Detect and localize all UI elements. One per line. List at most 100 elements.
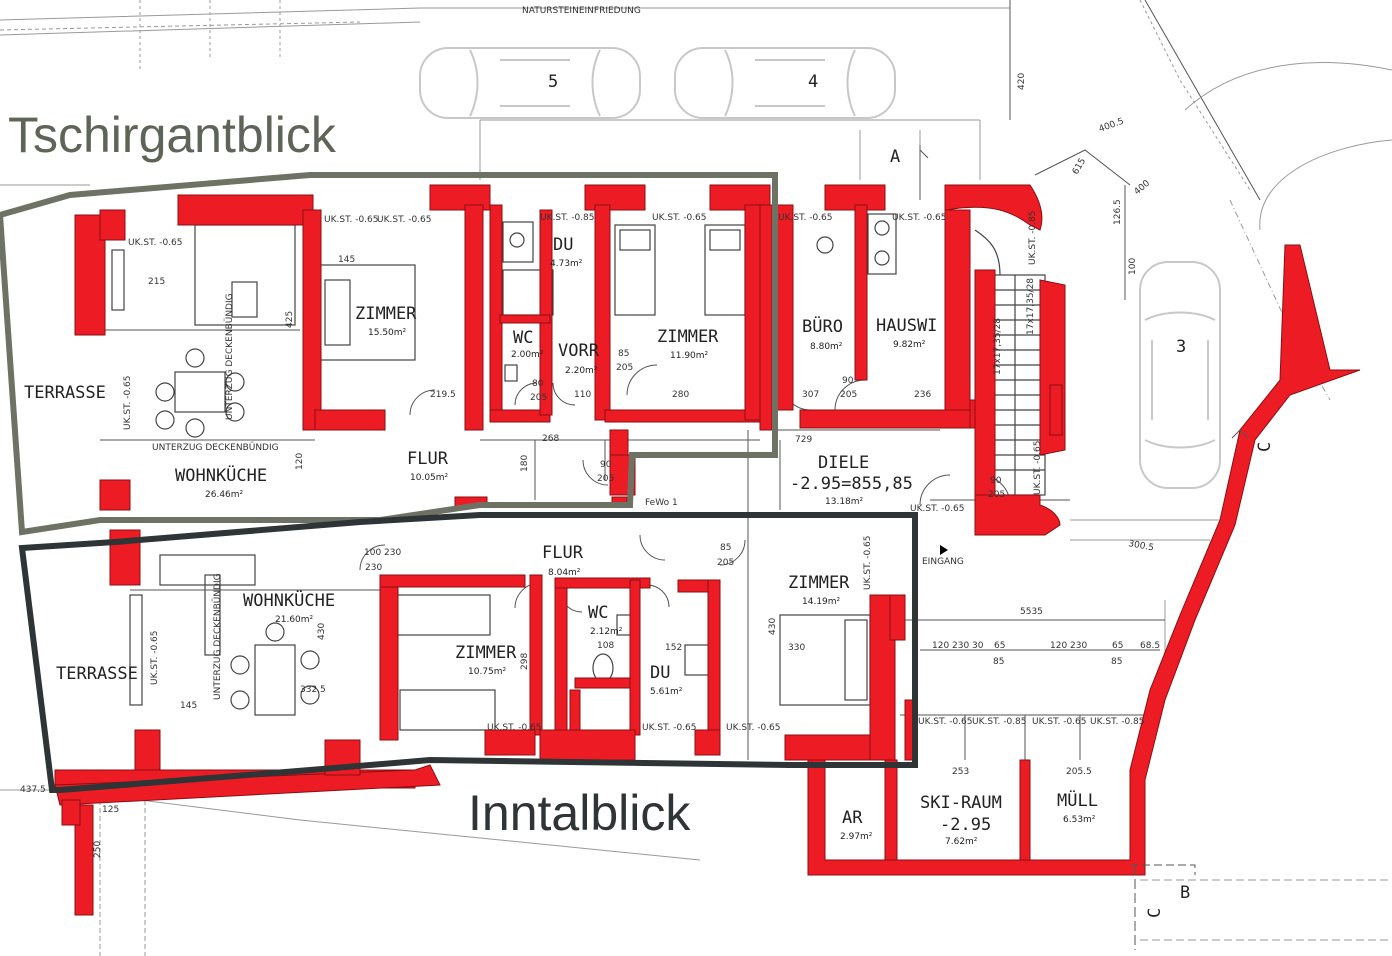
section-mark-a: A (890, 147, 900, 167)
area-wc-south: 2.12m² (590, 627, 623, 637)
entrance-label: EINGANG (922, 557, 964, 567)
room-zimmer-3: ZIMMER (455, 643, 517, 663)
dim-label: 120 (295, 453, 305, 470)
dim-label: 330 (788, 643, 805, 653)
area-wohnkueche-south: 21.60m² (275, 615, 314, 625)
room-wohnkueche-north: WOHNKÜCHE (175, 464, 267, 486)
unit-outlines (0, 172, 918, 793)
dim-label: 430 (768, 618, 778, 635)
dim-label: 108 (597, 641, 614, 651)
dim-label: 332.5 (300, 685, 326, 695)
dim-label: 615 (1071, 157, 1088, 177)
parking-3-label: 3 (1176, 337, 1186, 357)
area-zimmer-4: 14.19m² (802, 597, 841, 607)
room-terrasse-north: TERRASSE (24, 383, 106, 403)
dim-label: 110 (574, 390, 591, 400)
uk-label: UK.ST. -0.65 (726, 723, 781, 733)
uk-label: UK.ST. -0.65 (150, 630, 160, 685)
door-dim: 90 (600, 460, 612, 470)
uk-label: UK.ST. -0.65 (863, 535, 873, 590)
dim-label: 5535 (1020, 607, 1043, 617)
uk-label: UK.ST. -0.65 (487, 723, 542, 733)
door-dimensions: 85 205 90 205 90 205 90 205 80 205 85 20… (365, 349, 1005, 573)
dim-label: 219.5 (430, 390, 456, 400)
tschirgantblick-outline (0, 172, 778, 536)
dim-label: 215 (148, 277, 165, 287)
inntalblick-outline (18, 512, 918, 793)
door-dim: 205 (840, 390, 857, 400)
area-zimmer-1: 15.50m² (368, 328, 407, 338)
dim-label: 430 (317, 623, 327, 640)
dim-label: 125 (102, 805, 119, 815)
uk-label: UK.ST. -0.65 (778, 213, 833, 223)
area-buero: 8.80m² (810, 342, 843, 352)
door-dim: 90 (990, 476, 1002, 486)
area-du-north: 4.73m² (550, 259, 583, 269)
dim-label: 236 (914, 390, 931, 400)
room-ski-raum: SKI-RAUM (920, 793, 1002, 813)
room-zimmer-4: ZIMMER (788, 573, 850, 593)
area-flur-north: 10.05m² (410, 473, 449, 483)
dim-label: 400 (1133, 178, 1153, 197)
uk-label: UK.ST. -0.65 (1033, 440, 1043, 495)
uk-label: UK.ST. -0.65 (128, 238, 183, 248)
dim-label: 300.5 (1127, 539, 1154, 553)
dim-label: 268 (542, 434, 559, 444)
area-du-south: 5.61m² (650, 687, 683, 697)
dim-label: 120 230 (1050, 641, 1087, 651)
door-dim: 205 (988, 490, 1005, 500)
area-zimmer-3: 10.75m² (468, 667, 507, 677)
uk-label: UK.ST. -0.65 (377, 215, 432, 225)
inntalblick-title: Inntalblick (468, 785, 691, 841)
uk-label: UK.ST. -0.65 (123, 375, 133, 430)
diele-level: -2.95=855,85 (790, 474, 913, 494)
door-dim: 85 (618, 349, 629, 359)
car-3 (1139, 261, 1221, 489)
uk-label: UK.ST. -0.65 (652, 213, 707, 223)
uk-label: UK.ST. -0.85 (1028, 210, 1038, 265)
area-vorr: 2.20m² (565, 366, 598, 376)
dim-label: 425 (285, 311, 295, 328)
area-diele: 13.18m² (825, 497, 864, 507)
dim-label: 100 230 (364, 548, 401, 558)
uk-label: UK.ST. -0.65 (324, 215, 379, 225)
dim-label: 65 (994, 641, 1005, 651)
uk-label: UK.ST. -0.65 (918, 717, 973, 727)
area-wc-north: 2.00m² (511, 350, 544, 360)
dim-label: 420 (1017, 73, 1027, 90)
area-hauswi: 9.82m² (893, 340, 926, 350)
tschirgantblick-title: Tschirgantblick (8, 107, 337, 163)
door-dim: 205 (616, 363, 633, 373)
beam-note: UNTERZUG DECKENBÜNDIG (212, 573, 223, 700)
room-du-north: DU (553, 235, 573, 255)
dim-label: 30 (972, 641, 984, 651)
room-du-south: DU (650, 663, 670, 683)
parking-5-label: 5 (548, 72, 558, 92)
uk-label: UK.ST. -0.85 (540, 213, 595, 223)
dim-label: 307 (802, 390, 819, 400)
uk-label: UK.ST. -0.85 (972, 717, 1027, 727)
uk-label: UK.ST. -0.65 (1032, 717, 1087, 727)
section-markers (919, 145, 1249, 950)
section-mark-b: B (1180, 883, 1190, 903)
door-dim: 80 (532, 379, 544, 389)
dim-label: 85 (1111, 657, 1122, 667)
room-flur-south: FLUR (542, 543, 584, 563)
room-hauswi: HAUSWI (876, 316, 937, 336)
fewo-label: FeWo 1 (645, 498, 678, 508)
dim-label: 437.5 (20, 785, 46, 795)
room-wc-south: WC (588, 603, 608, 623)
room-ar: AR (842, 808, 863, 828)
dim-label: 68.5 (1140, 641, 1160, 651)
door-dim: 205 (597, 474, 614, 484)
dim-label: 100 (1128, 258, 1138, 275)
walls (54, 184, 1361, 916)
area-flur-south: 8.04m² (548, 568, 581, 578)
area-wohnkueche-north: 26.46m² (205, 490, 244, 500)
dim-label: 400.5 (1098, 117, 1126, 135)
car-5 (419, 47, 641, 119)
dim-label: 120 230 (932, 641, 969, 651)
ski-level: -2.95 (940, 815, 991, 835)
room-diele: DIELE (818, 453, 869, 473)
